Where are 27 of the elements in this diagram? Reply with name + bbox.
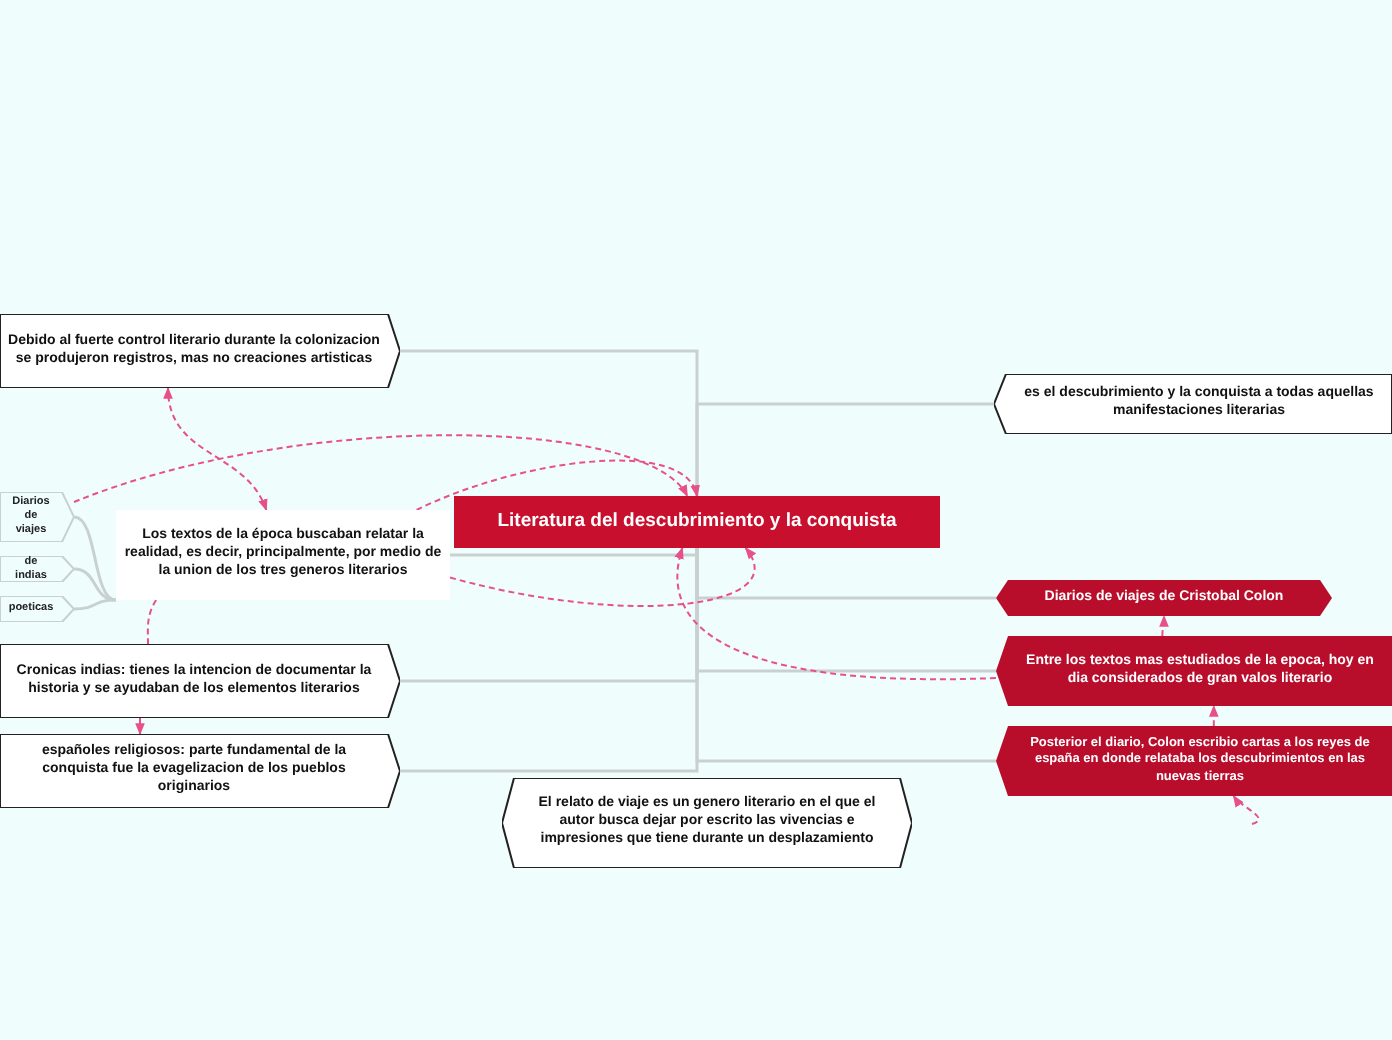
dashed-arrow: [415, 459, 698, 511]
subtopic-box: [0, 556, 74, 582]
connector-line: [73, 598, 117, 611]
dashed-arrow: [1232, 795, 1260, 825]
subtopic-box: [0, 596, 74, 622]
node-text: Literatura del descubrimiento y la conquista: [497, 510, 897, 534]
topic-box: [502, 778, 912, 868]
topic-box: [996, 580, 1332, 616]
dashed-arrow: [1158, 614, 1169, 637]
topic-box: [0, 314, 400, 388]
topic-box: [0, 734, 400, 808]
central-topic-box: [454, 496, 940, 548]
topic-box: [996, 636, 1392, 706]
dashed-arrow: [135, 717, 145, 736]
topic-box: [996, 726, 1392, 796]
topic-box: [116, 510, 450, 600]
subtopic-box: [0, 492, 74, 542]
connector-line: [73, 515, 117, 602]
topic-box: [994, 374, 1392, 434]
connector-line: [450, 548, 699, 557]
connector-line: [73, 567, 117, 602]
dashed-arrow: [1209, 704, 1219, 727]
connector-line: [695, 402, 994, 496]
dashed-arrow: [164, 386, 268, 512]
dashed-arrow: [73, 434, 689, 503]
topic-box: [0, 644, 400, 718]
dashed-arrow: [449, 546, 756, 607]
